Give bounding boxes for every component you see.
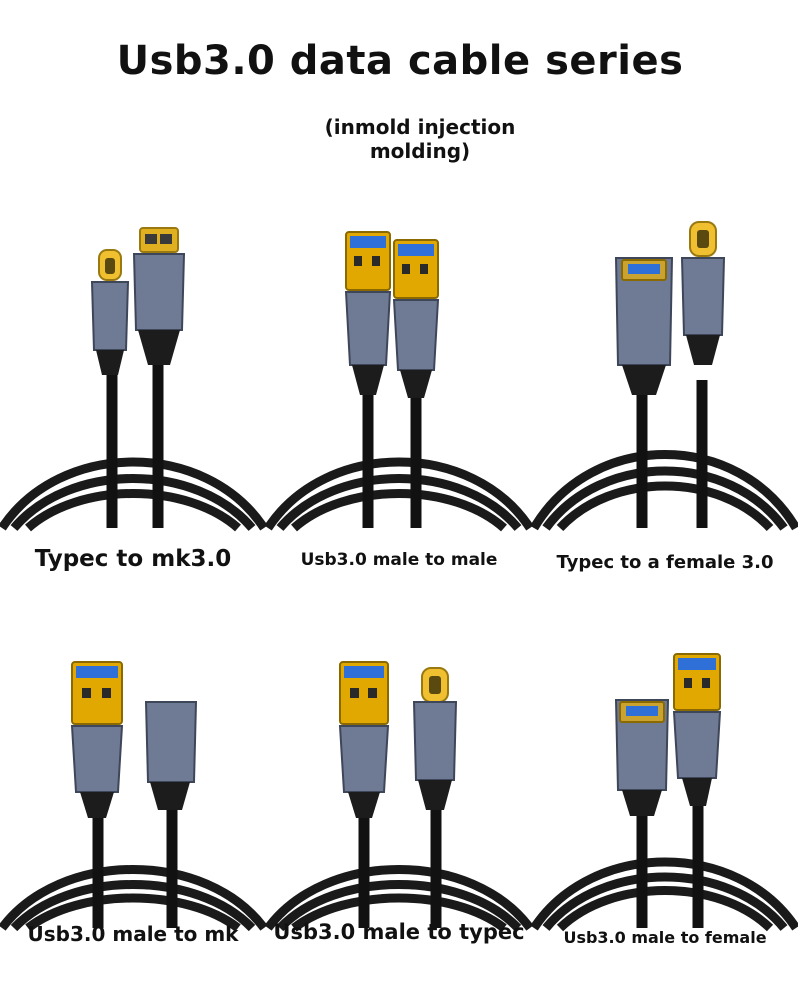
usb-a-female-connector-icon xyxy=(614,699,670,816)
cable-image-typec-to-mk xyxy=(0,227,266,532)
product-male-to-mk: Usb3.0 male to mk xyxy=(0,620,266,960)
usb-c-connector-icon xyxy=(680,221,726,365)
usb-a-male-connector-icon xyxy=(70,661,124,818)
usb-a-male-connector-icon xyxy=(392,239,440,398)
product-typec-to-female: Typec to a female 3.0 xyxy=(532,200,798,573)
product-label: Usb3.0 male to male xyxy=(300,550,498,570)
coiled-cable-icon xyxy=(0,865,266,932)
coiled-cable-icon xyxy=(532,450,798,532)
usb-c-connector-icon xyxy=(412,667,458,810)
usb-a-male-connector-icon xyxy=(344,231,392,395)
usb-a-male-connector-icon xyxy=(672,653,722,806)
coiled-cable-icon xyxy=(532,857,798,932)
micro-b-connector-icon xyxy=(132,227,186,365)
coiled-cable-icon xyxy=(0,457,266,532)
product-label: Typec to a female 3.0 xyxy=(556,552,774,573)
product-label: Usb3.0 male to mk xyxy=(27,922,239,946)
usb-a-male-connector-icon xyxy=(338,661,390,818)
micro-b-connector-icon xyxy=(144,701,198,810)
product-male-to-male: Usb3.0 male to male xyxy=(266,200,532,570)
product-label: Usb3.0 male to female xyxy=(563,928,767,947)
cable-image-male-to-male xyxy=(266,231,532,532)
product-typec-to-mk: Typec to mk3.0 xyxy=(0,200,266,572)
cable-image-male-to-typec xyxy=(266,661,532,932)
product-label: Typec to mk3.0 xyxy=(34,546,232,572)
cable-image-typec-to-female xyxy=(532,221,798,532)
usb-a-female-connector-icon xyxy=(614,257,674,395)
coiled-cable-icon xyxy=(266,457,532,532)
cable-image-male-to-mk xyxy=(0,661,266,932)
product-male-to-female: Usb3.0 male to female xyxy=(532,620,798,960)
cable-image-male-to-female xyxy=(532,653,798,932)
product-male-to-typec: Usb3.0 male to typec xyxy=(266,620,532,960)
coiled-cable-icon xyxy=(266,865,532,932)
page-title: Usb3.0 data cable series xyxy=(116,38,684,84)
page-subtitle: (inmold injection molding) xyxy=(324,115,516,163)
product-label: Usb3.0 male to typec xyxy=(273,920,525,944)
usb-c-connector-icon xyxy=(90,249,130,375)
